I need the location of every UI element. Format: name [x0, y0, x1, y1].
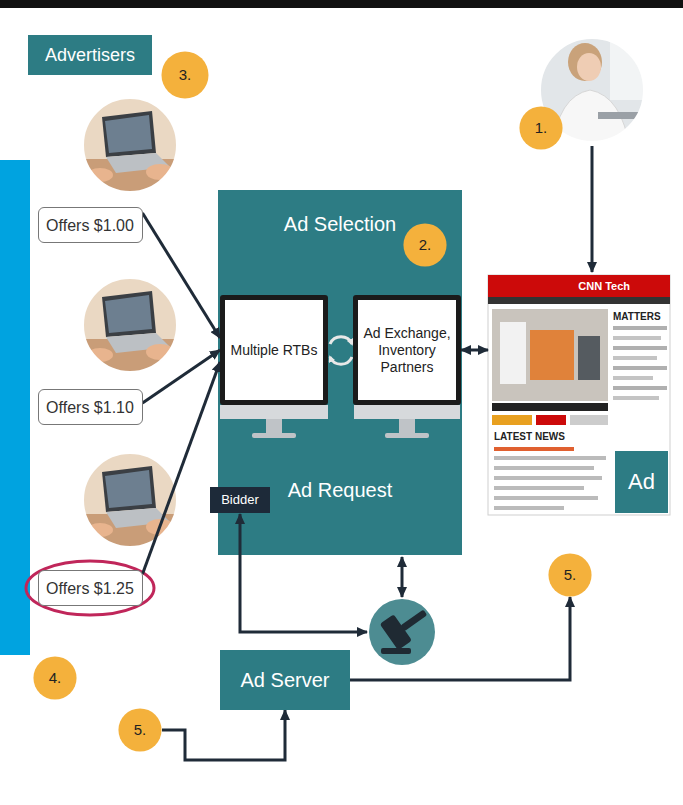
flow-arrow	[240, 514, 367, 632]
callout-circle: 4.	[33, 656, 77, 700]
callout-number: 5.	[564, 566, 577, 584]
ad-selection-panel: Ad SelectionAd Request2.Multiple RTBsAd …	[218, 190, 462, 555]
callout-circle: 2.	[403, 223, 447, 267]
advertiser-photo	[83, 278, 177, 379]
bidder-box: Bidder	[210, 487, 270, 513]
bid-offer: Offers $1.00	[46, 216, 134, 235]
monitor-screen: Multiple RTBs	[220, 295, 328, 405]
callout-number: 5.	[134, 721, 147, 739]
callout-disc	[118, 708, 161, 751]
box-label: Ad	[628, 469, 655, 495]
ad-server-box: Ad Server	[220, 650, 350, 710]
page-text: LATEST NEWS	[494, 431, 670, 443]
callout-disc	[548, 553, 591, 596]
bid-offer: Offers $1.25	[46, 579, 134, 598]
callout-disc	[519, 106, 562, 149]
callout-disc	[403, 223, 446, 266]
panel-label: Ad Selection	[218, 190, 462, 236]
screen-label: Multiple RTBs	[231, 342, 318, 359]
web-page: CNN TechMATTERS LATEST NEWS Ad	[488, 275, 670, 515]
web-page-screenshot	[488, 275, 670, 515]
callout-number: 2.	[419, 236, 432, 254]
advertisers-box: Advertisers	[28, 35, 152, 75]
advertiser-photo	[83, 98, 177, 199]
auction-gavel	[369, 599, 435, 665]
flow-arrow	[461, 349, 488, 352]
screen-label: Ad Exchange, Inventory Partners	[361, 325, 453, 376]
callout-number: 3.	[179, 66, 192, 84]
flow-arrow	[143, 213, 221, 338]
bid-offer: Offers $1.10	[46, 398, 134, 417]
callout-number: 4.	[49, 669, 62, 687]
callout-circle: 5.	[548, 553, 592, 597]
highlight-ellipse	[26, 561, 154, 615]
ad-slot: Ad	[615, 451, 668, 513]
callout-circle: 1.	[519, 106, 563, 150]
bid-offer-box: Offers $1.00	[38, 207, 143, 243]
callout-circle: 5.	[118, 708, 162, 752]
flow-arrow	[591, 146, 594, 272]
page-text: MATTERS	[613, 311, 670, 323]
box-label: Advertisers	[45, 44, 135, 66]
flow-arrow	[401, 557, 404, 597]
callout-disc	[33, 656, 76, 699]
flow-arrow	[143, 362, 221, 574]
callout-number: 1.	[535, 119, 548, 137]
callout-circle: 3.	[161, 51, 209, 99]
bid-offer-box: Offers $1.25	[38, 570, 143, 606]
top-bar	[0, 0, 683, 8]
side-band	[0, 160, 30, 655]
bid-offer-box: Offers $1.10	[38, 389, 143, 425]
box-label: Bidder	[221, 492, 259, 508]
flow-arrow	[162, 710, 285, 760]
monitor-screen: Ad Exchange, Inventory Partners	[353, 295, 461, 405]
ad-selection-ground	[218, 190, 462, 555]
page-text: CNN Tech	[488, 275, 670, 292]
flow-arrow	[350, 597, 570, 680]
advertiser-photo	[83, 453, 177, 554]
box-label: Ad Server	[241, 668, 330, 692]
callout-disc	[161, 51, 208, 98]
